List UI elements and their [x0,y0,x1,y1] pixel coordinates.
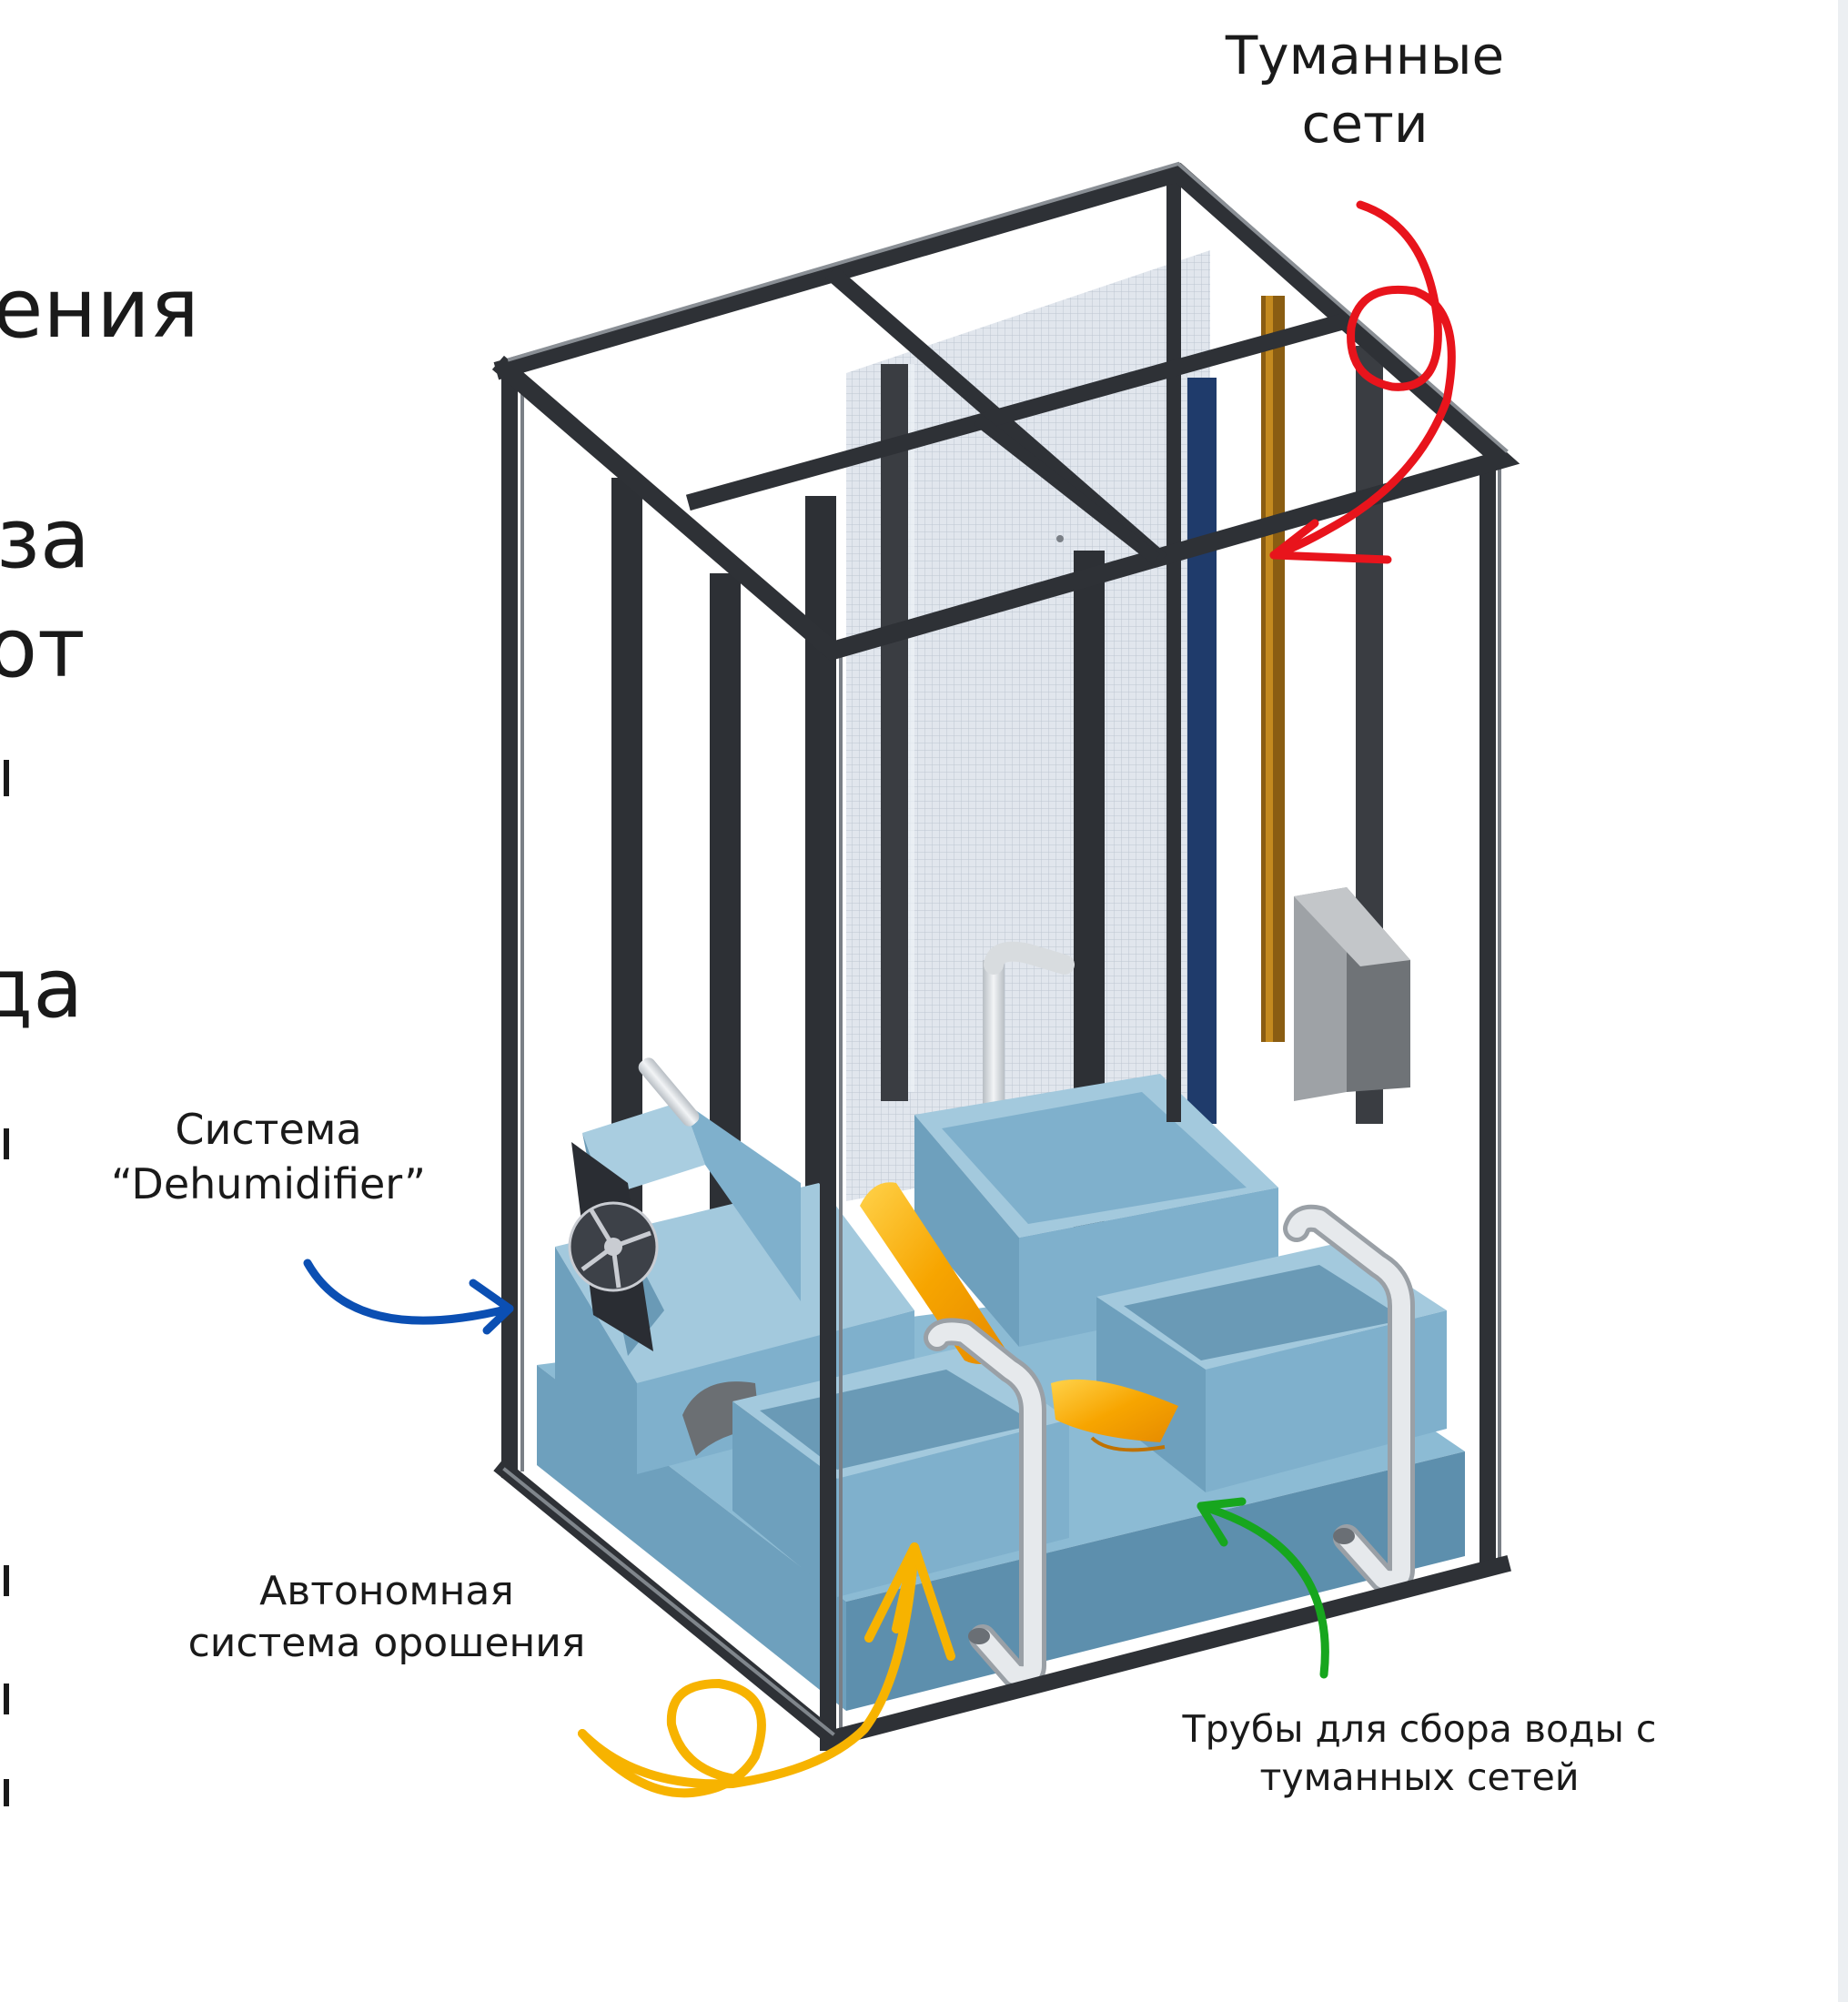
collection-pipes [924,1204,1415,1690]
clipped-fragment-marks [0,0,36,2002]
label-fog-nets: Туманные сети [1192,22,1538,159]
fog-nets-arrow-icon [1269,200,1456,564]
label-pipes-line-1: Трубы для сбора воды с [1182,1707,1657,1751]
clipped-text-3: от [0,601,86,696]
label-fog-nets-line-1: Туманные [1225,25,1505,86]
fog-water-gutters [860,1182,1178,1452]
label-pipes: Трубы для сбора воды с туманных сетей [1165,1705,1674,1803]
label-irrigation-line-1: Автономная [259,1568,514,1614]
label-dehumidifier: Система “Dehumidifier” [91,1103,446,1212]
fan-unit [568,1057,801,1356]
mesh-drain-pipe [983,941,1075,1128]
aluminium-frame [491,161,1520,1751]
dehumidifier-arrow-icon [303,1259,514,1335]
clipped-text-1: ения [0,261,199,357]
page-edge [1838,0,1848,2002]
clipped-text-4: да [0,941,84,1036]
pipes-arrow-icon [1197,1497,1329,1679]
right-tank [1096,1242,1447,1492]
label-pipes-line-2: туманных сетей [1259,1755,1580,1800]
center-tank [914,1074,1278,1347]
label-dehumidifier-line-2: “Dehumidifier” [111,1158,426,1208]
clipped-text-2: за [0,491,91,587]
label-dehumidifier-line-1: Система [175,1105,362,1154]
irrigation-arrow-icon [578,1542,955,1798]
label-irrigation: Автономная система орошения [164,1565,610,1669]
label-fog-nets-line-2: сети [1301,93,1429,156]
label-irrigation-line-2: система орошения [187,1620,586,1667]
control-box [1294,887,1410,1101]
